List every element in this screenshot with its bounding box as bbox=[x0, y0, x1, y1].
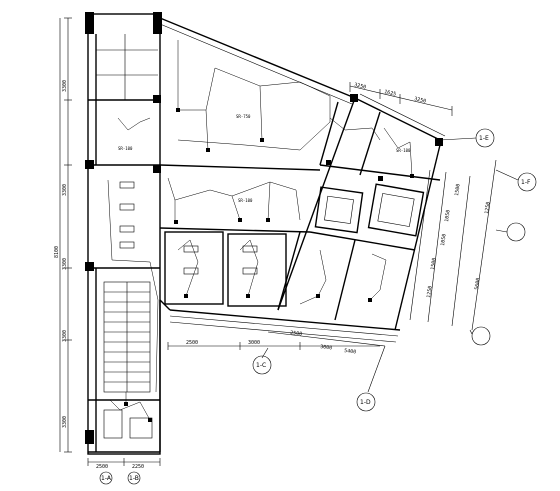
fixture-marks bbox=[103, 181, 258, 439]
device-symbols bbox=[124, 108, 414, 422]
dim-right-7: 5600 bbox=[474, 278, 482, 291]
top-right-dimension-chain: 3250 1625 3250 bbox=[349, 82, 453, 116]
grid-bubble-bottom-2 bbox=[127, 471, 141, 485]
dim-right-4: 1500 bbox=[430, 258, 438, 271]
grid-bubbles: 1-C 1-D 1-E 1-F bbox=[252, 128, 537, 412]
building-walls bbox=[85, 12, 446, 455]
dim-bottom-1: 2500 bbox=[96, 464, 108, 470]
dim-left-5: 3300 bbox=[62, 416, 68, 428]
dim-diag-2: 3000 bbox=[320, 344, 333, 351]
left-dimension-chain: 3300 3300 3300 3300 3300 8100 bbox=[54, 17, 72, 453]
room-label-3: SR-100 bbox=[118, 146, 133, 151]
room-label-4: SR-100 bbox=[396, 148, 411, 153]
grid-bubble-bottom-1-label: 1-A bbox=[101, 475, 112, 482]
grid-bubble-3-label: 1-E bbox=[479, 135, 489, 142]
dim-top-right-1: 3250 bbox=[354, 82, 367, 91]
dim-diag-3: 5400 bbox=[344, 348, 357, 355]
grid-bubble-bottom-1 bbox=[99, 471, 113, 485]
dim-mid-bottom-1: 2500 bbox=[186, 340, 198, 346]
dim-bottom-2: 2250 bbox=[132, 464, 144, 470]
dim-right-5: 1250 bbox=[426, 286, 434, 299]
room-labels: SR-750 SR-100 SR-100 SR-100 bbox=[118, 114, 411, 203]
dim-left-2: 3300 bbox=[62, 184, 68, 196]
dim-right-1: 1500 bbox=[454, 184, 462, 197]
dim-top-right-2: 1625 bbox=[384, 89, 397, 98]
room-label-2: SR-100 bbox=[238, 198, 253, 203]
grid-bubble-2-label: 1-D bbox=[360, 399, 371, 406]
wiring-lines bbox=[107, 40, 413, 421]
dim-top-right-3: 3250 bbox=[414, 96, 427, 105]
grid-bubble-bottom-2-label: 1-B bbox=[129, 475, 139, 482]
grid-bubble-5 bbox=[506, 222, 526, 242]
room-label-1: SR-750 bbox=[236, 114, 251, 119]
grid-bubble-1 bbox=[252, 355, 272, 375]
grid-bubble-6 bbox=[471, 326, 491, 346]
grid-bubble-2 bbox=[356, 392, 376, 412]
dim-left-3: 3300 bbox=[62, 258, 68, 270]
dim-mid-bottom-2: 3000 bbox=[248, 340, 260, 346]
dim-diag-1: 2500 bbox=[290, 330, 303, 337]
dim-left-total: 8100 bbox=[54, 246, 60, 258]
grid-bubble-4-label: 1-F bbox=[521, 179, 531, 186]
dim-right-2: 1050 bbox=[444, 210, 452, 223]
right-dimension-chain: 1500 1050 1050 1500 1250 1250 5600 bbox=[409, 159, 497, 331]
dim-right-6: 1250 bbox=[484, 202, 492, 215]
grid-bubble-1-label: 1-C bbox=[256, 362, 266, 369]
grid-bubble-4 bbox=[517, 172, 537, 192]
bottom-dimension-chain: 2500 2250 1-A 1-B bbox=[87, 458, 161, 485]
dim-left-1: 3300 bbox=[62, 80, 68, 92]
mid-bottom-dimension-chain: 2500 3000 2500 3000 5400 bbox=[167, 330, 386, 393]
dim-left-4: 3300 bbox=[62, 330, 68, 342]
stair-block bbox=[103, 281, 151, 393]
dim-right-3: 1050 bbox=[440, 234, 448, 247]
